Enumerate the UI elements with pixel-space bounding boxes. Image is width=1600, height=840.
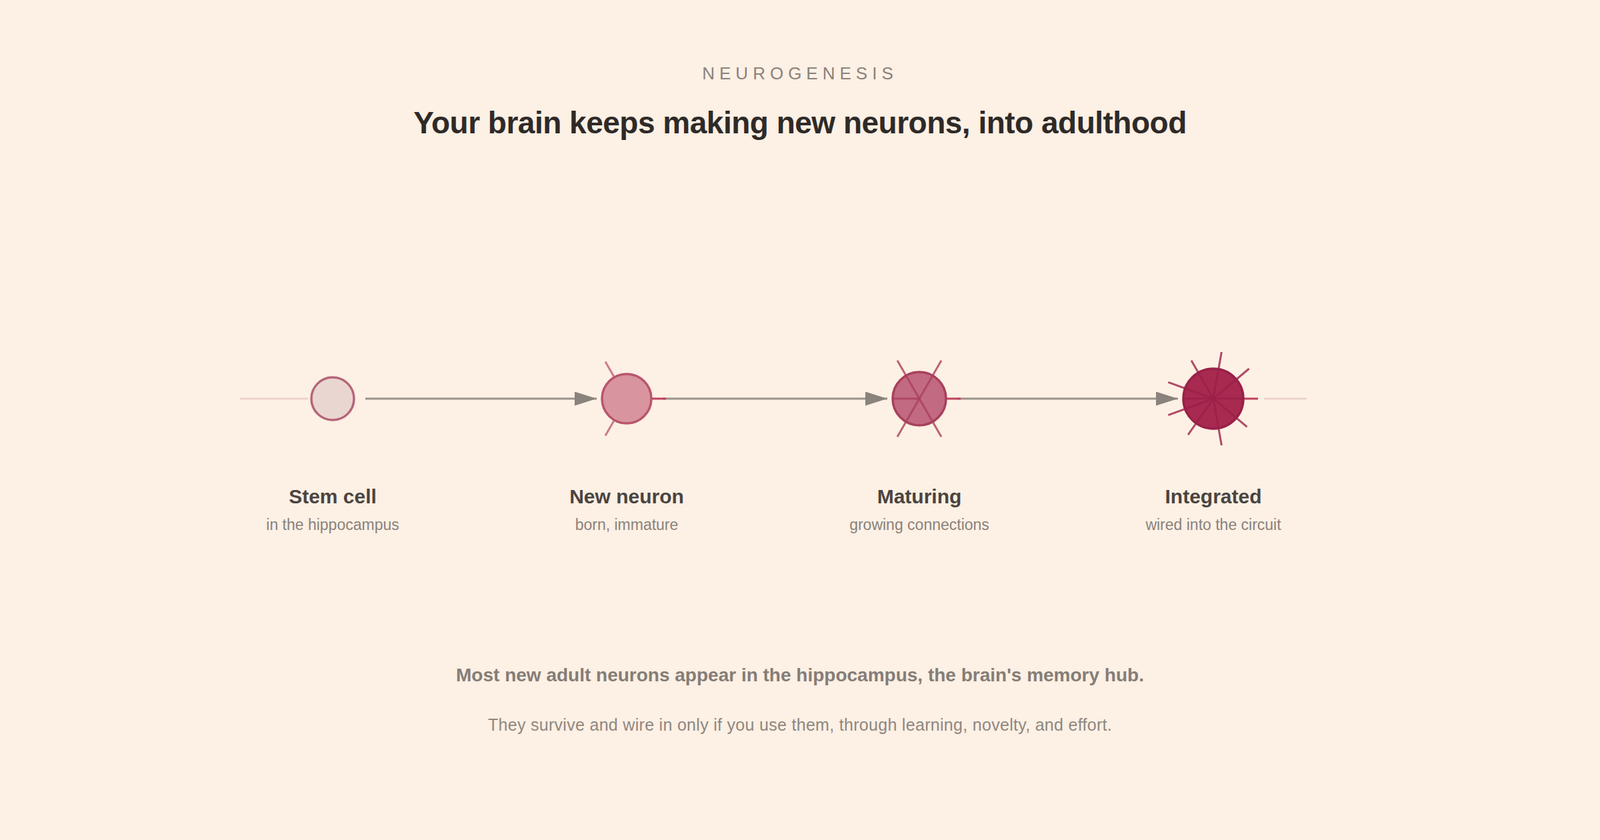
neuron-stage: Maturing growing connections <box>799 352 1040 534</box>
stage-name: New neuron <box>569 484 684 509</box>
note-label: They survive and wire in only if you use… <box>0 714 1600 735</box>
dendrite <box>1191 360 1214 399</box>
stage-arrow <box>662 398 888 400</box>
stage-arrow <box>957 398 1178 400</box>
neuron-stage: New neuron born, immature <box>506 352 747 534</box>
neuron-stage: Stem cell in the hippocampus <box>212 352 453 534</box>
neuron-icon <box>799 352 1040 446</box>
stage-note: born, immature <box>575 515 679 534</box>
faint-axon <box>240 398 308 400</box>
stage-note: wired into the circuit <box>1145 515 1281 534</box>
dendrite <box>1168 398 1214 416</box>
neuron-icon <box>212 352 453 446</box>
dendrite <box>897 360 920 399</box>
stage-name: Stem cell <box>288 484 377 509</box>
dendrite <box>1213 398 1222 446</box>
stage-name: Integrated <box>1164 484 1262 509</box>
dendrite <box>897 398 920 437</box>
title: Your brain keeps making new neurons, int… <box>0 104 1600 142</box>
axon-stub <box>1243 398 1258 400</box>
dendrite <box>1168 382 1214 399</box>
eyebrow-label: NEUROGENESIS <box>0 62 1600 84</box>
dendrite <box>892 398 920 400</box>
axon-stub <box>946 398 961 400</box>
dendrite <box>919 398 942 437</box>
axon-stub <box>651 398 666 400</box>
cell-body <box>602 374 652 424</box>
cell-body <box>311 377 354 420</box>
stage-note: in the hippocampus <box>266 515 399 534</box>
caption: Most new adult neurons appear in the hip… <box>0 664 1600 687</box>
cell-body <box>1183 368 1244 429</box>
faint-axon <box>1264 398 1307 400</box>
neuron-stage: Integrated wired into the circuit <box>1093 352 1334 534</box>
dendrite <box>919 360 942 399</box>
stage-arrow <box>365 398 597 400</box>
stage-note: growing connections <box>849 515 990 534</box>
dendrite <box>1213 368 1250 399</box>
cell-body <box>892 372 946 426</box>
dendrite <box>1213 398 1244 400</box>
dendrite <box>1183 398 1214 400</box>
stage-name: Maturing <box>877 484 962 509</box>
neuron-icon <box>1093 352 1334 446</box>
neuron-icon <box>506 352 747 446</box>
